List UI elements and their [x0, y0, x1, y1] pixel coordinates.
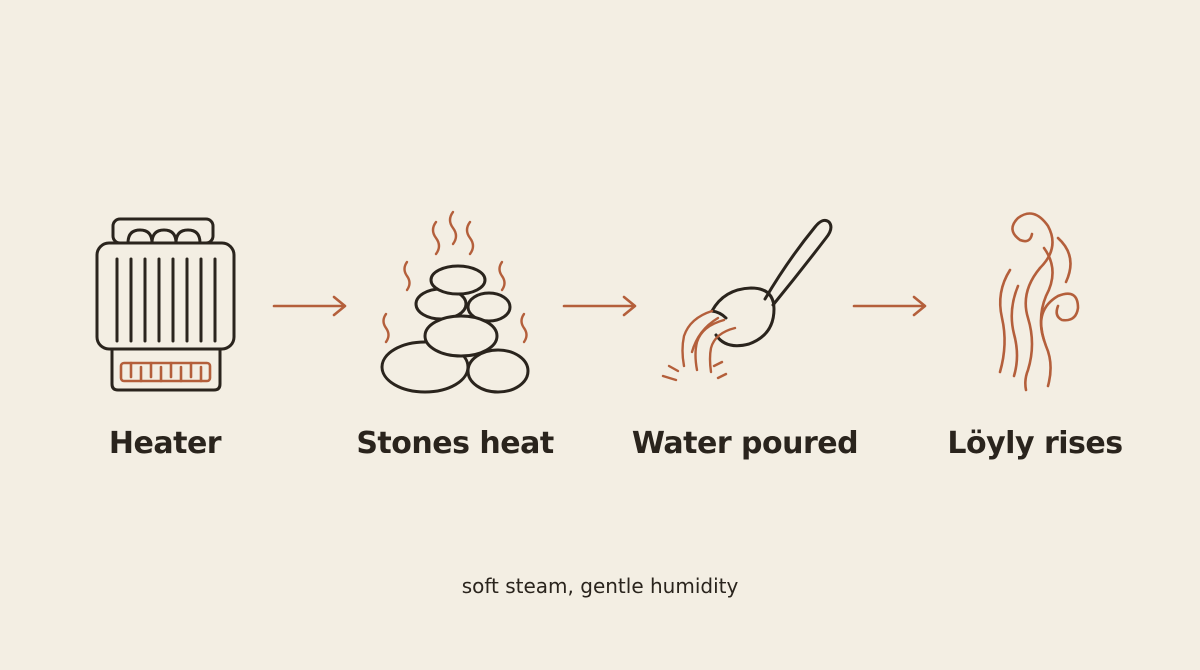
step-label-heater: Heater — [108, 426, 222, 461]
step-label-water-poured: Water poured — [631, 426, 859, 461]
sauna-heater-icon — [95, 217, 236, 392]
diagram-caption: soft steam, gentle humidity — [461, 574, 739, 598]
step-label-stones-heat: Stones heat — [356, 426, 554, 461]
steam-icon — [998, 212, 1080, 392]
hot-stones-icon — [380, 210, 530, 394]
arrow-right-icon — [562, 295, 637, 317]
step-label-loyly-rises: Löyly rises — [947, 426, 1123, 461]
water-ladle-icon — [661, 218, 833, 382]
arrow-right-icon — [852, 295, 927, 317]
arrow-right-icon — [272, 295, 347, 317]
